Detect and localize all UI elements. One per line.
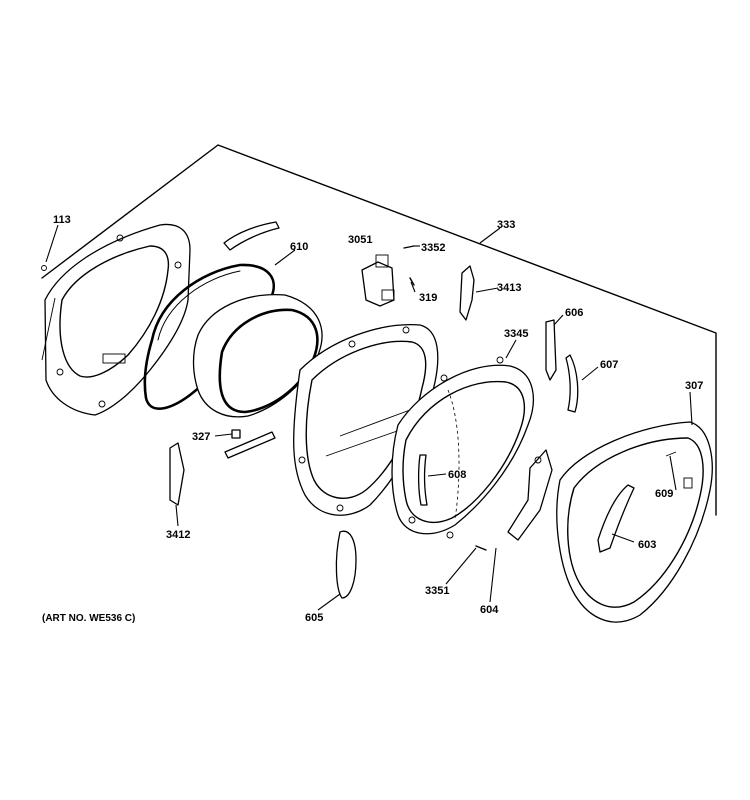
callout-3051: 3051 [348,234,372,246]
callout-610: 610 [290,241,308,253]
screw-3352 [403,245,415,249]
part-327 [231,429,241,439]
callout-3412: 3412 [166,529,190,541]
hinge-arm-604 [507,449,553,541]
handle-605 [335,530,357,599]
callout-3413: 3413 [497,282,521,294]
part-606 [545,319,557,381]
callout-605: 605 [305,612,323,624]
hinge-3051 [361,254,395,307]
callout-319: 319 [419,292,437,304]
bracket-3412 [169,442,185,506]
callout-327: 327 [192,431,210,443]
screw-3351 [475,545,487,551]
screw-319 [409,277,415,286]
callout-333: 333 [497,219,515,231]
callout-113: 113 [53,214,71,226]
callout-603: 603 [638,539,656,551]
callout-604: 604 [480,604,499,616]
outer-door-307 [556,421,713,623]
small-bracket-top [223,221,280,251]
callout-608: 608 [448,469,466,481]
hinge-bracket-3413 [459,265,475,321]
latch-strip [224,431,276,459]
callout-307: 307 [685,380,703,392]
part-607 [565,354,579,413]
leader-lines [45,224,693,611]
screw-113 [41,265,47,271]
callout-606: 606 [565,307,583,319]
callout-3351: 3351 [425,585,449,597]
callout-3352: 3352 [421,242,445,254]
callout-607: 607 [600,359,618,371]
assembly-bracket-line [41,144,717,516]
callout-3345: 3345 [504,328,528,340]
callout-609: 609 [655,488,673,500]
door-liner-3345 [391,356,534,539]
front-panel-113 [41,223,191,416]
handle-608 [417,454,428,506]
art-number-note: (ART NO. WE536 C) [42,613,135,624]
